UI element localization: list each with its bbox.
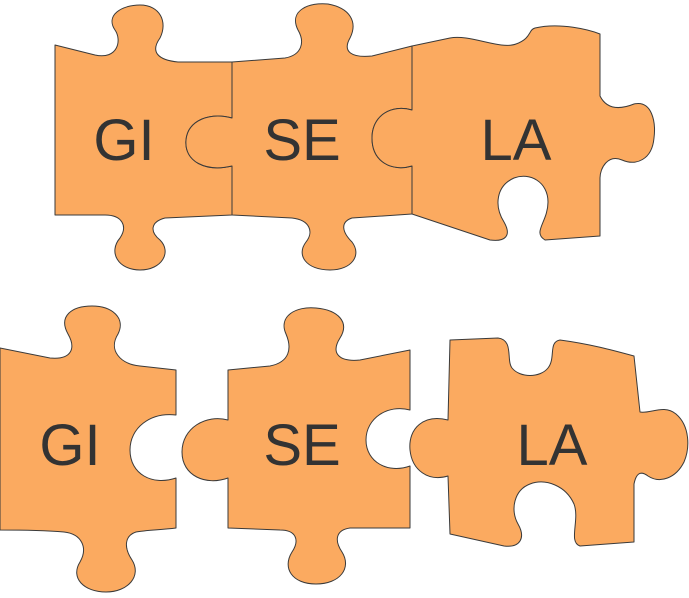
separated-piece-gi: GI [0, 305, 177, 593]
puzzle-piece-shape [181, 307, 411, 585]
puzzle-piece-shape [0, 305, 177, 593]
separated-piece-la: LA [409, 337, 689, 547]
piece-label: SE [263, 108, 340, 173]
separated-row: GI SE LA [0, 305, 689, 593]
assembled-piece-se: SE [185, 3, 413, 271]
piece-label: GI [93, 108, 154, 173]
piece-label: LA [481, 108, 552, 173]
piece-label: GI [39, 413, 100, 478]
assembled-row: GI SE LA [54, 3, 655, 271]
puzzle-piece-shape [371, 25, 655, 241]
assembled-piece-la: LA [371, 25, 655, 241]
assembled-piece-gi: GI [54, 4, 233, 271]
piece-label: SE [263, 413, 340, 478]
separated-piece-se: SE [181, 307, 411, 585]
piece-label: LA [517, 413, 588, 478]
puzzle-piece-shape [409, 337, 689, 547]
